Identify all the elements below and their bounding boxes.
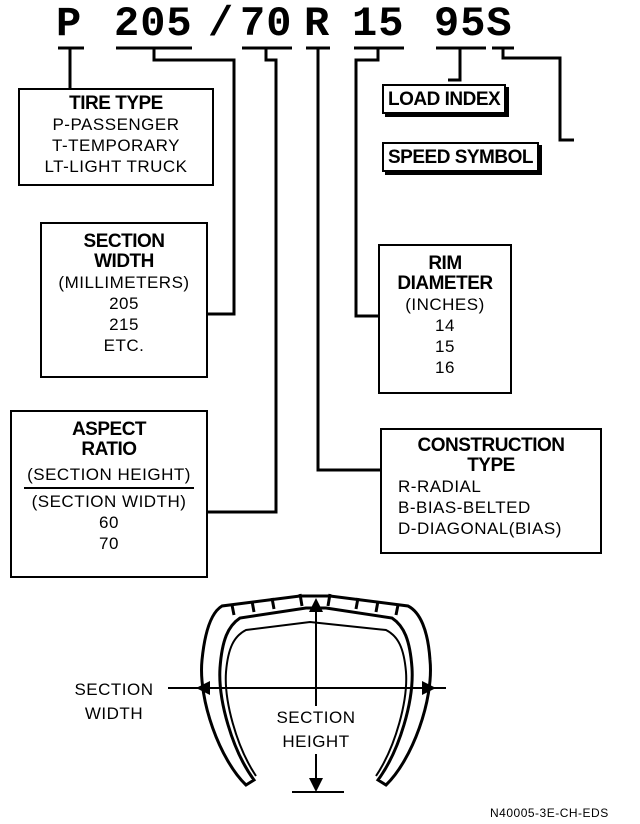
aspect-ratio-title: ASPECT (71, 419, 147, 440)
tire-type-line: LT-LIGHT TRUCK (44, 157, 188, 176)
rim-diameter-value: 15 (435, 337, 455, 356)
diagram-section-width-line: WIDTH (84, 704, 144, 723)
code-aspect-ratio: 70 (240, 0, 293, 48)
diagram-section-height-line: SECTION (276, 708, 356, 727)
construction-line: B-BIAS-BELTED (398, 498, 531, 517)
section-width-title: SECTION (83, 231, 165, 252)
aspect-ratio-value: 70 (99, 534, 119, 553)
section-width-unit: (MILLIMETERS) (58, 273, 190, 292)
section-width-value: 215 (109, 315, 139, 334)
diagram-section-height-label: SECTION HEIGHT (258, 706, 374, 754)
aspect-ratio-denominator: (SECTION WIDTH) (31, 492, 187, 511)
rim-diameter-box: RIM DIAMETER (INCHES) 14 15 16 (378, 244, 512, 394)
section-width-value: 205 (109, 294, 139, 313)
rim-diameter-unit: (INCHES) (405, 295, 485, 314)
rim-diameter-title: RIM (428, 253, 462, 274)
section-width-title: WIDTH (94, 251, 154, 272)
code-slash: / (208, 0, 235, 48)
section-width-box: SECTION WIDTH (MILLIMETERS) 205 215 ETC. (40, 222, 208, 378)
aspect-ratio-box: ASPECT RATIO (SECTION HEIGHT) (SECTION W… (10, 410, 208, 578)
diagram-section-width-line: SECTION (74, 680, 154, 699)
code-load-speed: 95S (434, 0, 513, 48)
tire-cross-section (168, 593, 446, 793)
tire-type-line: T-TEMPORARY (52, 136, 180, 155)
section-width-value: ETC. (103, 336, 145, 355)
aspect-ratio-numerator: (SECTION HEIGHT) (27, 465, 191, 484)
rim-diameter-value: 16 (435, 358, 455, 377)
construction-line: R-RADIAL (398, 477, 482, 496)
code-type-letter: P (56, 0, 83, 48)
code-section-width: 205 (114, 0, 193, 48)
tire-type-title: TIRE TYPE (69, 93, 163, 114)
code-rim-diameter: 15 (352, 0, 405, 48)
construction-line: D-DIAGONAL(BIAS) (398, 519, 562, 538)
tire-type-line: P-PASSENGER (52, 115, 180, 134)
construction-title: TYPE (467, 455, 515, 476)
rim-diameter-title: DIAMETER (397, 273, 493, 294)
figure-code: N40005-3E-CH-EDS (490, 806, 609, 820)
tire-type-box: TIRE TYPE P-PASSENGER T-TEMPORARY LT-LIG… (18, 88, 214, 186)
aspect-ratio-value: 60 (99, 513, 119, 532)
construction-title: CONSTRUCTION (417, 435, 565, 456)
rim-diameter-value: 14 (435, 316, 455, 335)
fraction-bar (24, 487, 194, 489)
load-index-label: LOAD INDEX (382, 84, 507, 114)
diagram-section-height-line: HEIGHT (282, 732, 350, 751)
speed-symbol-label: SPEED SYMBOL (382, 142, 539, 172)
construction-type-box: CONSTRUCTION TYPE R-RADIAL B-BIAS-BELTED… (380, 428, 602, 554)
aspect-ratio-title: RATIO (81, 439, 137, 460)
code-construction-letter: R (304, 0, 331, 48)
diagram-section-width-label: SECTION WIDTH (62, 678, 166, 726)
